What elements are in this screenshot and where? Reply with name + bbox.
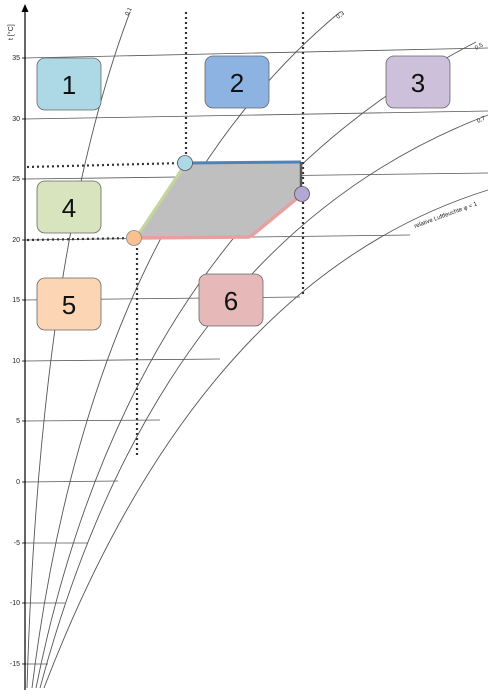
y-axis-label: t [°C] bbox=[7, 24, 15, 40]
box-2-shape bbox=[204, 55, 270, 109]
tick-marks bbox=[22, 57, 25, 665]
tick-label: 20 bbox=[12, 237, 20, 244]
humidity-curves bbox=[26, 11, 489, 689]
tick-label: 10 bbox=[12, 358, 20, 365]
isotherm-5 bbox=[24, 419, 161, 422]
curve-phi-01 bbox=[26, 11, 131, 689]
edge-right-lower bbox=[248, 193, 303, 239]
edge-left bbox=[134, 162, 188, 239]
box-5-label: 5 bbox=[62, 290, 76, 320]
guide-horizontal-state5 bbox=[26, 236, 136, 242]
curve-phi-1 bbox=[43, 189, 489, 689]
isotherm-30 bbox=[24, 110, 489, 120]
tick-label: 25 bbox=[12, 176, 20, 183]
tick-label: -5 bbox=[14, 540, 20, 547]
box-4: 4 bbox=[36, 180, 102, 234]
curve-label-03: 0,3 bbox=[336, 10, 347, 20]
curve-label-1: relative Luftfeuchte φ = 1 bbox=[414, 201, 479, 230]
tick-label: 15 bbox=[12, 297, 20, 304]
box-4-shape bbox=[36, 180, 102, 234]
box-4-label: 4 bbox=[62, 193, 76, 223]
box-5: 5 bbox=[36, 277, 102, 331]
isotherm-10 bbox=[24, 358, 221, 362]
curve-phi-05 bbox=[35, 41, 477, 689]
box-3-label: 3 bbox=[411, 68, 425, 98]
curve-label-05: 0,5 bbox=[474, 42, 485, 52]
tick-label: 35 bbox=[12, 55, 20, 62]
isotherm-0 bbox=[24, 480, 119, 483]
box-1-label: 1 bbox=[62, 70, 76, 100]
tick-label: 5 bbox=[16, 418, 20, 425]
edge-bottom bbox=[135, 235, 251, 240]
box-6-label: 6 bbox=[224, 286, 238, 316]
box-2-label: 2 bbox=[230, 68, 244, 98]
box-1-shape bbox=[36, 57, 102, 111]
box-3-shape bbox=[385, 55, 451, 109]
tick-labels: 35 30 25 20 15 10 5 0 -5 -10 -15 bbox=[10, 55, 20, 668]
state-point-1 bbox=[177, 155, 193, 171]
state-point-5 bbox=[126, 230, 142, 246]
tick-label: -15 bbox=[10, 661, 20, 668]
isotherm-35 bbox=[24, 47, 489, 59]
guide-lines bbox=[26, 12, 305, 455]
curve-label-01: 0,1 bbox=[124, 6, 134, 17]
box-1: 1 bbox=[36, 57, 102, 111]
tick-label: -10 bbox=[10, 600, 20, 607]
process-area bbox=[136, 163, 301, 238]
tick-label: 30 bbox=[12, 116, 20, 123]
state-point-3 bbox=[294, 186, 310, 202]
y-axis-arrow bbox=[21, 4, 29, 12]
box-3: 3 bbox=[385, 55, 451, 109]
box-6-shape bbox=[198, 273, 264, 327]
guide-horizontal-state1 bbox=[26, 161, 185, 169]
tick-label: 0 bbox=[16, 479, 20, 486]
edge-top bbox=[185, 160, 302, 165]
box-2: 2 bbox=[204, 55, 270, 109]
box-5-shape bbox=[36, 277, 102, 331]
box-6: 6 bbox=[198, 273, 264, 327]
curve-label-07: 0,7 bbox=[476, 116, 487, 125]
